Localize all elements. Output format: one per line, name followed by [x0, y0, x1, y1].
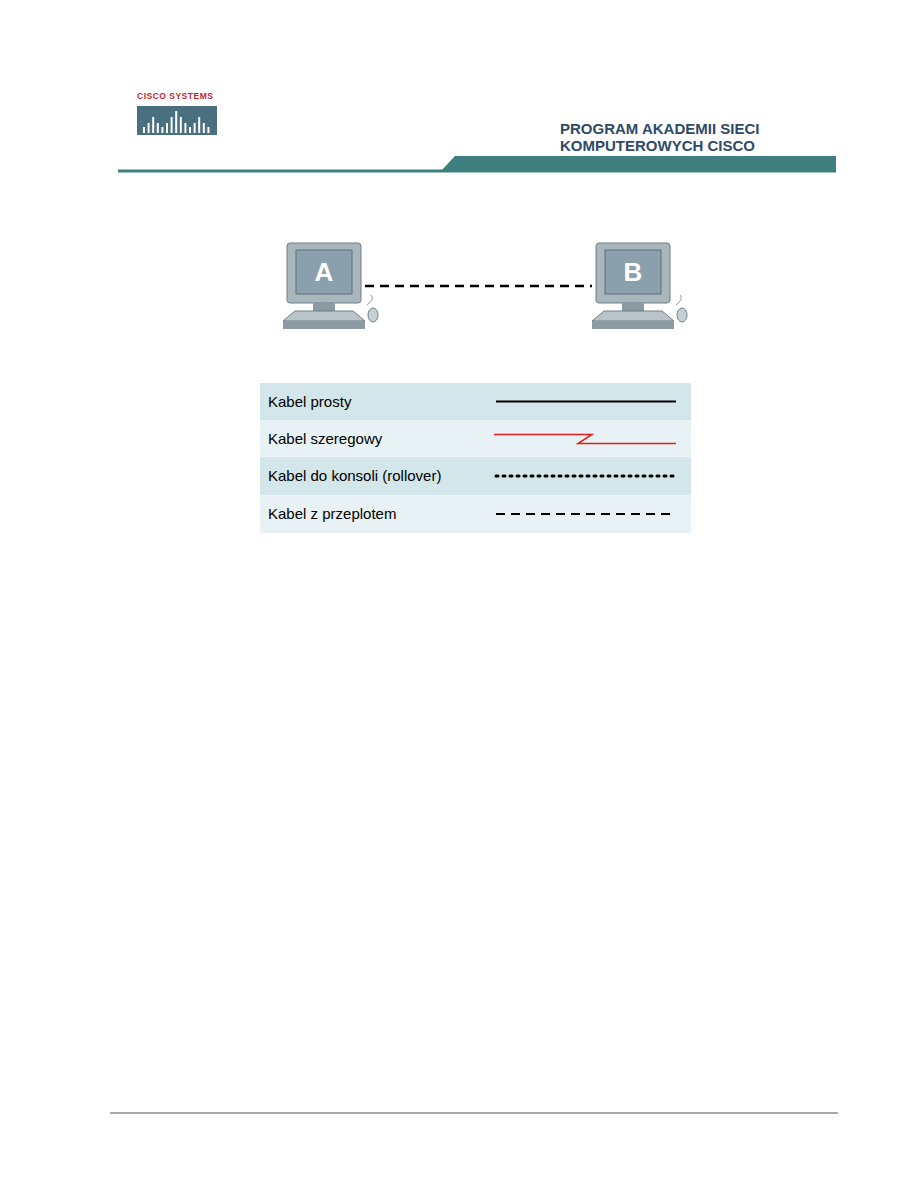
legend-sample	[496, 513, 676, 515]
logo-text: CISCO SYSTEMS	[137, 92, 219, 102]
computer-node: B	[592, 243, 674, 330]
logo-bar	[157, 123, 159, 133]
logo-bar	[161, 127, 163, 133]
logo-bar	[207, 127, 209, 133]
logo-bars	[143, 111, 209, 133]
computer-icon	[592, 243, 687, 329]
legend-text: Kabel z przeplotem	[268, 495, 396, 533]
logo-bar	[194, 123, 196, 133]
legend-sample	[496, 401, 676, 403]
logo-bar	[175, 111, 177, 133]
legend-text: Kabel prosty	[268, 383, 351, 420]
logo-bar	[171, 117, 173, 133]
computer-icon	[283, 243, 378, 329]
logo-ground	[137, 106, 217, 135]
logo-bar	[143, 127, 145, 133]
legend-row	[260, 420, 691, 457]
logo-bar	[203, 123, 205, 133]
computer-icons	[283, 243, 687, 329]
legend-row	[260, 457, 691, 495]
logo-bar	[180, 117, 182, 133]
legend-row	[260, 383, 691, 420]
logo-bar	[166, 123, 168, 133]
legend-text: Kabel do konsoli (rollover)	[268, 457, 441, 495]
crossover-cable	[365, 285, 592, 288]
node-letter: A	[296, 250, 352, 294]
logo-bar	[148, 123, 150, 133]
header-title: PROGRAM AKADEMII SIECI KOMPUTEROWYCH CIS…	[560, 120, 830, 155]
footer-rule	[110, 1113, 838, 1114]
header-band	[440, 156, 836, 172]
logo-bar	[198, 117, 200, 133]
legend-row	[260, 495, 691, 533]
legend-sample	[496, 475, 676, 478]
logo-bar	[184, 123, 186, 133]
computer-node: A	[283, 243, 365, 330]
logo-bar	[152, 117, 154, 133]
legend-sample	[494, 435, 676, 444]
node-letter: B	[605, 250, 661, 294]
logo-bar	[189, 127, 191, 133]
legend-text: Kabel szeregowy	[268, 420, 382, 457]
